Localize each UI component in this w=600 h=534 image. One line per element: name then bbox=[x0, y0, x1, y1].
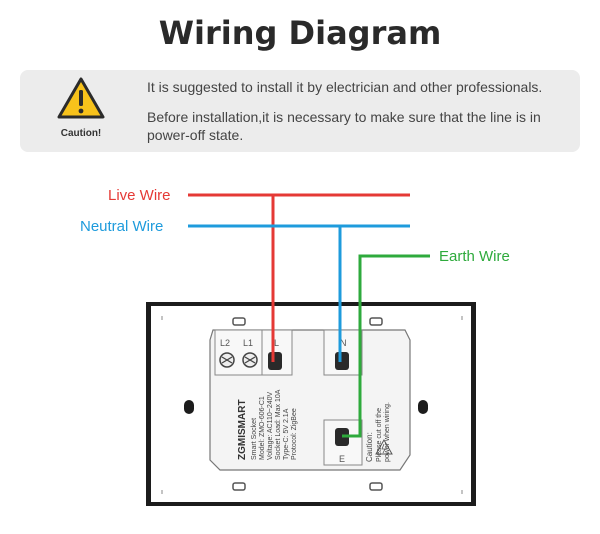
terminal-label-l1: L1 bbox=[243, 338, 253, 348]
hazard-triangle-icon bbox=[375, 438, 393, 455]
earth-wire bbox=[342, 254, 430, 438]
neutral-wire bbox=[188, 224, 410, 362]
device-line: Model: ZMO-606-C1 bbox=[259, 396, 266, 460]
screw-l bbox=[268, 352, 282, 370]
screw-hole-left bbox=[184, 400, 194, 414]
screw-hole-right bbox=[418, 400, 428, 414]
screw-l1 bbox=[242, 352, 258, 368]
device-info-label: ZGMISMART Smart Socket Model: ZMO-606-C1… bbox=[237, 389, 298, 460]
device-caution-line: Please cut off the bbox=[376, 408, 383, 462]
page-title: Wiring Diagram bbox=[158, 14, 442, 52]
mount-slot bbox=[369, 482, 383, 491]
neutral-wire-label: Neutral Wire bbox=[80, 218, 163, 235]
mount-slot bbox=[369, 317, 383, 326]
device-line: Type-C: 5V 2.1A bbox=[283, 408, 290, 460]
warning-icon bbox=[57, 77, 105, 119]
screw-n bbox=[335, 352, 349, 370]
caution-label: Caution! bbox=[60, 128, 102, 139]
caution-text-1: It is suggested to install it by electri… bbox=[147, 79, 543, 95]
device-caution-title: Caution: bbox=[365, 432, 374, 462]
device-line: Smart Socket bbox=[251, 418, 258, 460]
terminal-label-n: N bbox=[340, 338, 347, 348]
device-caution-line: power when wiring. bbox=[384, 402, 391, 462]
brand-text: ZGMISMART bbox=[237, 399, 248, 460]
terminal-label-l2: L2 bbox=[220, 338, 230, 348]
device-line: Socket Load: Max 10A bbox=[275, 389, 282, 460]
caution-text-2: Before installation,it is necessary to m… bbox=[147, 109, 541, 143]
live-wire bbox=[188, 193, 410, 362]
screw-l2 bbox=[219, 352, 235, 368]
device-line: Protocol: ZigBee bbox=[291, 408, 298, 460]
live-wire-label: Live Wire bbox=[108, 187, 171, 204]
device-caution-label: Caution: Please cut off the power when w… bbox=[365, 402, 391, 462]
mount-slot bbox=[232, 482, 246, 491]
caution-box: Caution! It is suggested to install it b… bbox=[20, 70, 580, 152]
device-line: Voltage: AC110~240V bbox=[267, 391, 274, 460]
terminal-label-l: L bbox=[274, 338, 279, 348]
terminal-label-e: E bbox=[339, 454, 345, 464]
mount-slot bbox=[232, 317, 246, 326]
earth-wire-label: Earth Wire bbox=[439, 248, 510, 265]
